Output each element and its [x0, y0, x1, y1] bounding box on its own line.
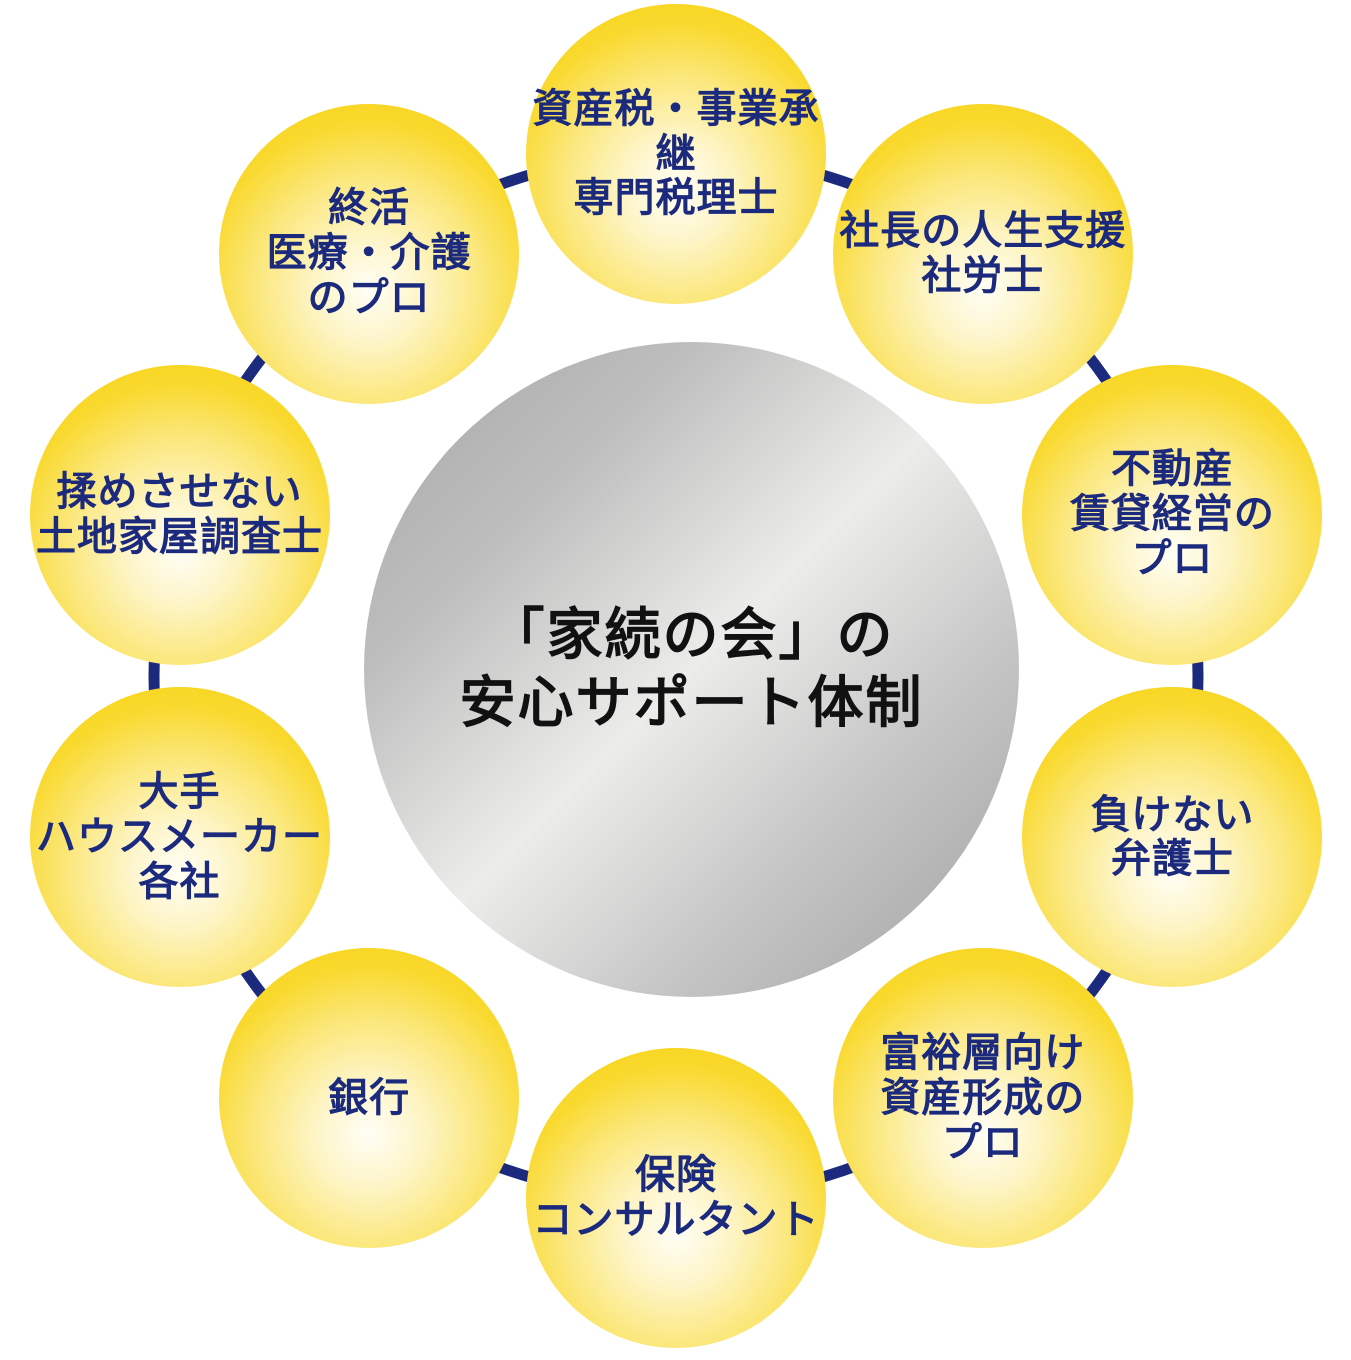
node-lawyer: 負けない 弁護士 [1022, 687, 1323, 988]
node-label: 保険 コンサルタント [532, 1152, 820, 1243]
node-end-of-life-pro: 終活 医療・介護 のプロ [219, 103, 520, 404]
hub-title: 「家続の会」の 安心サポート体制 [459, 603, 924, 736]
node-real-estate-pro: 不動産 賃貸経営の プロ [1022, 364, 1323, 665]
node-label: 不動産 賃貸経営の プロ [1069, 446, 1275, 583]
node-label: 資産税・事業承継 専門税理士 [532, 85, 820, 222]
node-house-makers: 大手 ハウスメーカー 各社 [29, 687, 330, 988]
center-hub: 「家続の会」の 安心サポート体制 [364, 342, 1019, 997]
node-land-surveyor: 揉めさせない 土地家屋調査士 [29, 364, 330, 665]
node-label: 揉めさせない 土地家屋調査士 [36, 468, 324, 560]
node-label: 富裕層向け 資産形成の プロ [880, 1030, 1086, 1166]
node-labor-consultant: 社長の人生支援 社労士 [832, 103, 1133, 404]
node-label: 社長の人生支援 社労士 [839, 207, 1127, 299]
node-label: 銀行 [328, 1074, 411, 1121]
node-wealth-pro: 富裕層向け 資産形成の プロ [832, 948, 1133, 1249]
node-bank: 銀行 [219, 948, 520, 1249]
node-label: 負けない 弁護士 [1090, 791, 1255, 883]
node-label: 終活 医療・介護 のプロ [266, 185, 472, 322]
node-label: 大手 ハウスメーカー 各社 [36, 769, 324, 905]
node-insurance-consultant: 保険 コンサルタント [526, 1048, 826, 1348]
node-tax-accountant: 資産税・事業承継 専門税理士 [526, 4, 826, 304]
